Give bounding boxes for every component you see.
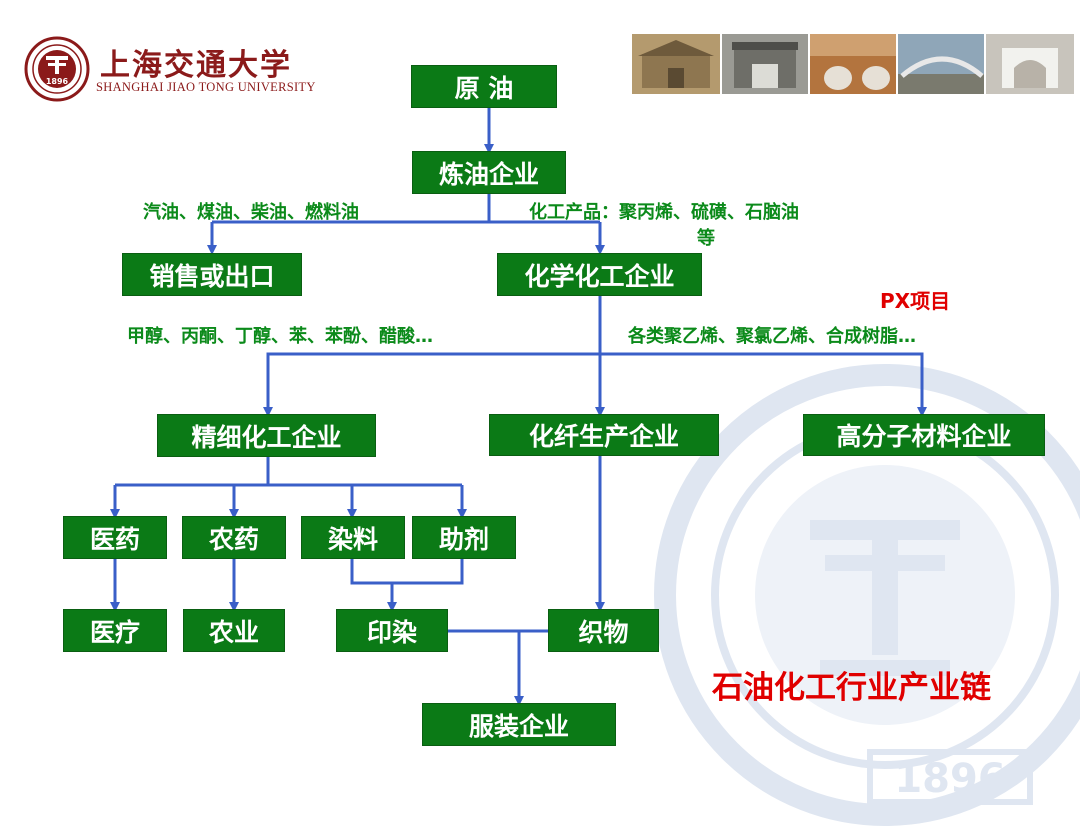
node-medicine: 医药 <box>63 516 167 559</box>
node-fiber: 化纤生产企业 <box>489 414 719 456</box>
university-seal-icon: 1896 <box>24 36 90 102</box>
connector-fine-split <box>115 457 270 487</box>
label-chem-products-cont: 等 <box>697 228 715 249</box>
flow-connectors <box>110 108 927 706</box>
label-fine-products: 甲醇、丙酮、丁醇、苯、苯酚、醋酸… <box>127 326 433 347</box>
node-sales-export: 销售或出口 <box>122 253 302 296</box>
node-garment: 服装企业 <box>422 703 616 746</box>
node-additive: 助剂 <box>412 516 516 559</box>
node-fabric: 织物 <box>548 609 659 652</box>
node-pesticide: 农药 <box>182 516 286 559</box>
label-px-project: PX项目 <box>880 289 951 313</box>
arrow-to-polymer <box>600 352 927 417</box>
label-fuels: 汽油、煤油、柴油、燃料油 <box>143 202 359 223</box>
node-fine-chemical: 精细化工企业 <box>157 414 376 457</box>
university-name-cn: 上海交通大学 <box>100 48 292 83</box>
campus-photo-1 <box>632 34 720 94</box>
node-dye: 染料 <box>301 516 405 559</box>
university-name-en: SHANGHAI JIAO TONG UNIVERSITY <box>96 80 316 94</box>
connector-dye-additive <box>350 559 464 585</box>
node-agriculture: 农业 <box>183 609 285 652</box>
watermark-year: 1896 <box>894 756 1005 802</box>
label-chem-products: 化工产品：聚丙烯、硫磺、石脑油 <box>529 202 799 223</box>
node-crude-oil: 原 油 <box>411 65 557 108</box>
node-refinery: 炼油企业 <box>412 151 566 194</box>
node-polymer: 高分子材料企业 <box>803 414 1045 456</box>
slide-title: 石油化工行业产业链 <box>712 670 991 706</box>
campus-photo-4 <box>898 34 984 94</box>
node-chemical: 化学化工企业 <box>497 253 702 296</box>
seal-year: 1896 <box>46 77 69 86</box>
university-logo: 1896 上海交通大学 SHANGHAI JIAO TONG UNIVERSIT… <box>24 36 316 102</box>
campus-photo-strip <box>632 34 1074 94</box>
node-medical: 医疗 <box>63 609 167 652</box>
arrow-to-fine-chemical <box>263 352 600 417</box>
campus-photo-5 <box>986 34 1074 94</box>
campus-photo-2 <box>722 34 808 94</box>
node-dyeing: 印染 <box>336 609 448 652</box>
label-polymer-products: 各类聚乙烯、聚氯乙烯、合成树脂… <box>628 326 916 347</box>
campus-photo-3 <box>810 34 896 94</box>
